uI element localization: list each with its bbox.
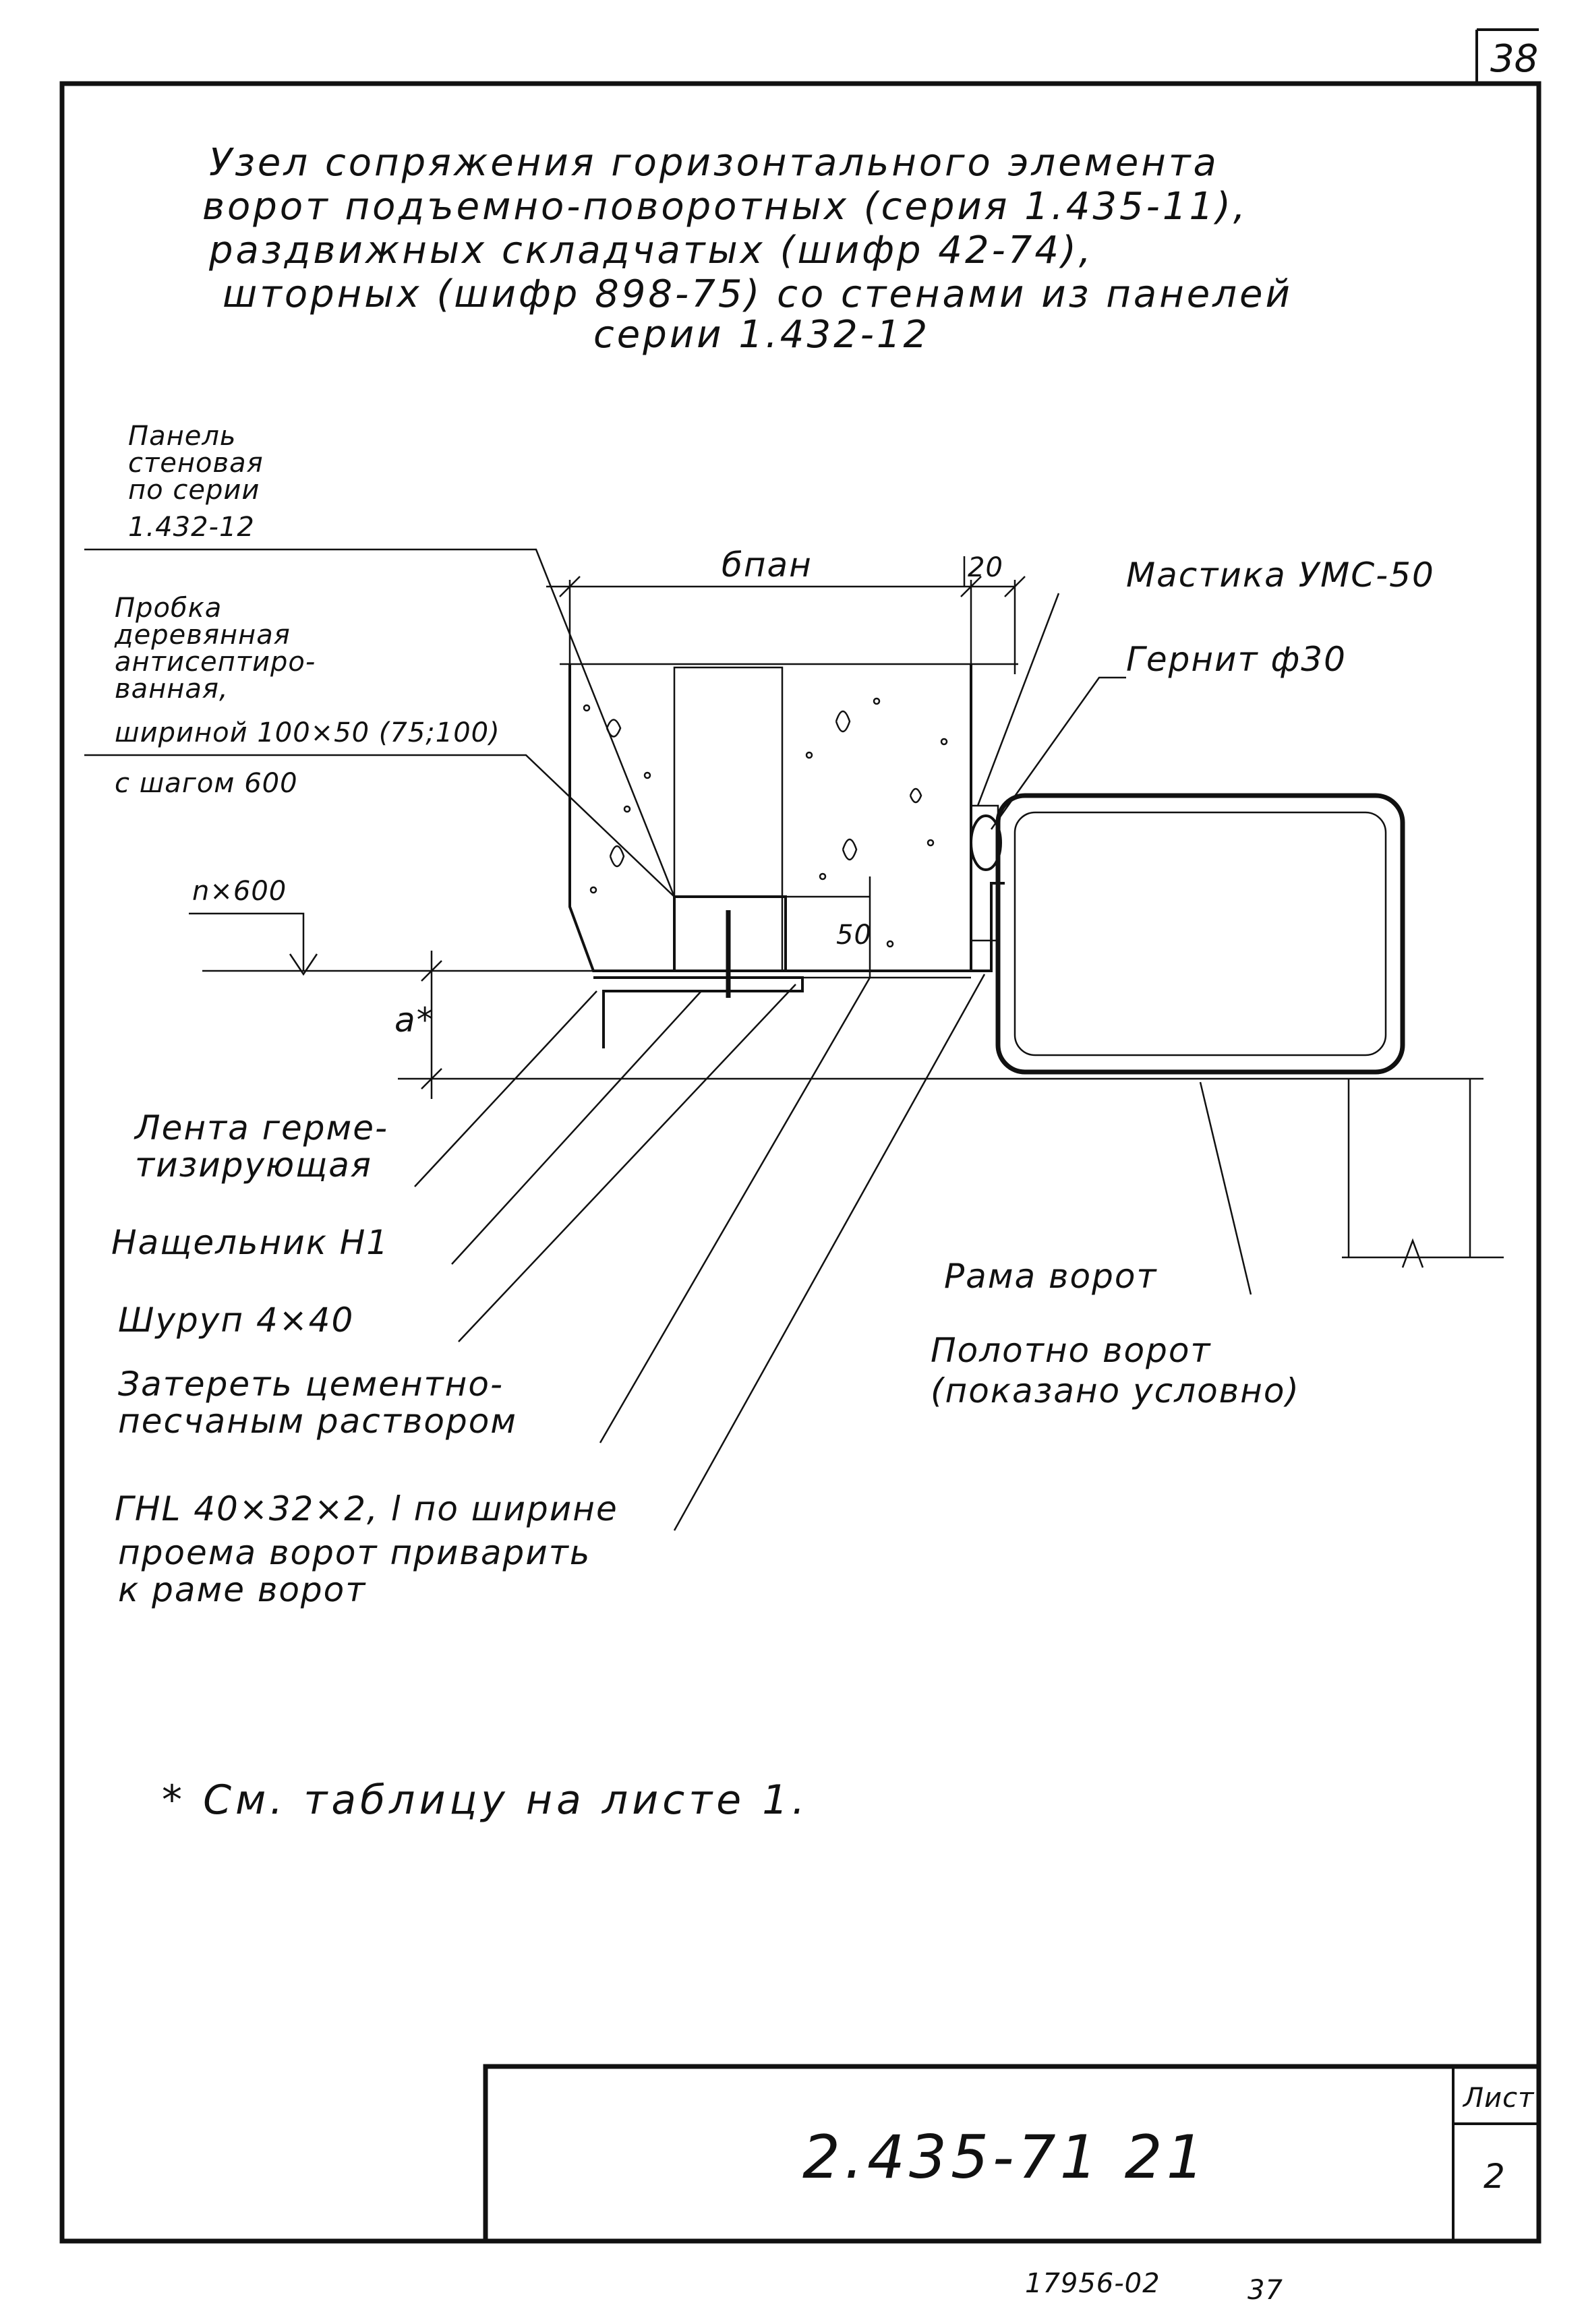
b-pan-label: бпан bbox=[722, 545, 813, 585]
gernit-label: Гернит ф30 bbox=[1126, 640, 1347, 679]
panel-label-1: Панель bbox=[128, 421, 237, 452]
tape-label-2: тизирующая bbox=[135, 1145, 372, 1185]
plug-label-5: шириной 100×50 (75;100) bbox=[115, 717, 500, 748]
cover-strip bbox=[593, 976, 804, 1048]
title-line-4: шторных (шифр 898-75) со стенами из пане… bbox=[223, 272, 1293, 316]
panel-label-2: стеновая bbox=[128, 448, 264, 479]
cement-label-2: песчаным раствором bbox=[118, 1402, 517, 1441]
title-line-1: Узел сопряжения горизонтального элемента bbox=[209, 141, 1219, 185]
screw-label: Шуруп 4×40 bbox=[118, 1301, 354, 1340]
angle-note-2: к раме ворот bbox=[118, 1570, 366, 1609]
title-block: Узел сопряжения горизонтального элемента… bbox=[202, 141, 1293, 357]
angle-label: ГНL 40×32×2, l по ширине bbox=[115, 1489, 618, 1528]
steel-angle bbox=[917, 882, 1005, 972]
drawing-labels: Панель стеновая по серии 1.432-12 Пробка… bbox=[111, 421, 1435, 1609]
gernit-seal bbox=[970, 814, 1002, 871]
stamp-sheet-number: 2 bbox=[1484, 2157, 1506, 2196]
corner-mark: 38 bbox=[1490, 37, 1538, 81]
leaf-label-1: Полотно ворот bbox=[931, 1331, 1212, 1370]
plug-label-3: антисептиро- bbox=[115, 647, 316, 678]
dimensions bbox=[189, 556, 1504, 1268]
stamp-block bbox=[483, 2064, 1541, 2244]
plug-step-label: с шагом 600 bbox=[115, 768, 298, 799]
a-dim-label: a* bbox=[394, 1001, 435, 1040]
section-drawing bbox=[84, 548, 1504, 1531]
frame-label: Рама ворот bbox=[944, 1257, 1158, 1296]
wall-panel bbox=[568, 664, 972, 972]
tape-label-1: Лента герме- bbox=[134, 1108, 388, 1148]
leader-lines bbox=[84, 548, 1252, 1531]
plug-label-4: ванная, bbox=[115, 674, 229, 705]
dim-50-label: 50 bbox=[836, 920, 872, 951]
angle-note-1: проема ворот приварить bbox=[118, 1533, 591, 1572]
stamp-code: 2.435-71 21 bbox=[802, 2122, 1208, 2192]
bottom-page: 37 bbox=[1247, 2275, 1283, 2306]
gate-frame-outer bbox=[995, 793, 1405, 1075]
leaf-label-2: (показано условно) bbox=[931, 1371, 1300, 1410]
panel-label-3: по серии bbox=[128, 475, 260, 506]
n600-label: n×600 bbox=[192, 876, 287, 907]
concrete-texture bbox=[583, 697, 948, 948]
panel-label-4: 1.432-12 bbox=[128, 512, 255, 543]
plug-label-2: деревянная bbox=[114, 620, 291, 651]
footnote: * См. таблицу на листе 1. bbox=[162, 1777, 809, 1824]
cement-label-1: Затереть цементно- bbox=[118, 1365, 504, 1404]
title-line-2: ворот подъемно-поворотных (серия 1.435-1… bbox=[202, 185, 1248, 229]
stamp-sheet-label: Лист bbox=[1462, 2083, 1535, 2114]
nashch-label: Нащельник Н1 bbox=[111, 1223, 389, 1262]
gate-frame-inner bbox=[1014, 811, 1387, 1056]
plug-label-1: Пробка bbox=[115, 593, 222, 624]
dim-20-label: 20 bbox=[968, 552, 1003, 583]
mastic-label: Мастика УМС-50 bbox=[1126, 556, 1435, 595]
title-line-5: серии 1.432-12 bbox=[593, 313, 930, 357]
title-line-3: раздвижных складчатых (шифр 42-74), bbox=[208, 229, 1094, 272]
bottom-code: 17956-02 bbox=[1025, 2268, 1161, 2299]
